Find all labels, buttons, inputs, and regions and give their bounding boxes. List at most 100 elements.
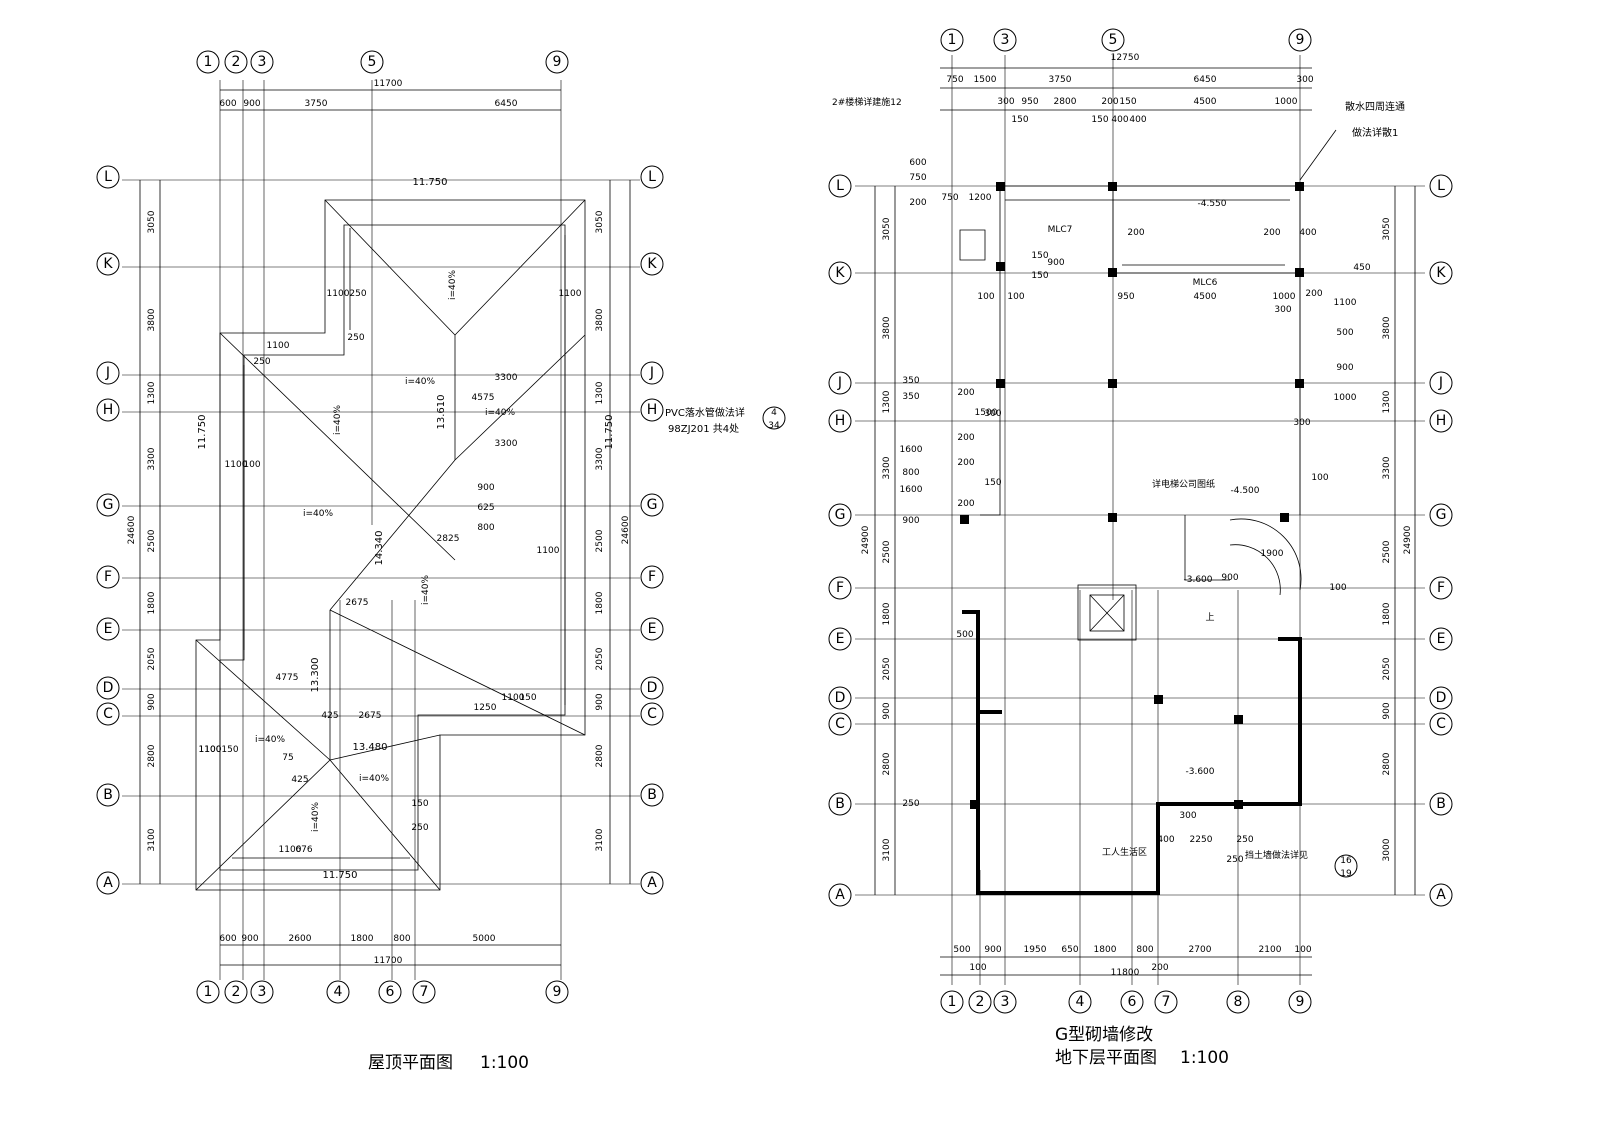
b-left-dim: 2050: [882, 657, 892, 680]
roof-inner-dim: 2675: [359, 711, 382, 721]
basement-inner-dim: 900: [902, 516, 919, 526]
slope-label: i=40%: [485, 408, 515, 418]
basement-inner-dim: 1100: [1334, 298, 1357, 308]
svg-text:2: 2: [232, 54, 241, 70]
b-top-dim: 1500: [974, 75, 997, 85]
basement-inner-dim: 300: [1179, 811, 1196, 821]
svg-text:F: F: [1437, 580, 1445, 596]
grid-bubble-right-B: B: [640, 783, 664, 807]
slope-label: i=40%: [311, 802, 321, 832]
b-bottom-dim: 2100: [1259, 945, 1282, 955]
retaining-wall-note: 挡土墙做法详见: [1245, 849, 1308, 861]
basement-dim-lines: [874, 67, 1416, 976]
pvc-ref: 98ZJ201 共4处: [668, 423, 739, 435]
left-dim: 3300: [147, 447, 157, 470]
roof-inner-dim: 1100: [267, 341, 290, 351]
b-grid-bubble-bottom-9: 9: [1288, 990, 1312, 1014]
grid-bubble-bottom-2: 2: [224, 980, 248, 1004]
b-grid-bubble-left-B: B: [828, 792, 852, 816]
top-dim: 3750: [305, 99, 328, 109]
bottom-dim: 5000: [473, 934, 496, 944]
b-grid-bubble-bottom-1: 1: [940, 990, 964, 1014]
roof-inner-dim: 1250: [474, 703, 497, 713]
roof-dim-lines: [139, 89, 631, 966]
svg-text:J: J: [837, 375, 842, 391]
retaining-callout-bottom: 19: [1340, 869, 1352, 879]
svg-text:H: H: [647, 402, 658, 418]
b-top-dim-3: 400: [1129, 115, 1146, 125]
b-top-dim-3: 150: [1011, 115, 1028, 125]
svg-text:J: J: [1438, 375, 1443, 391]
svg-text:A: A: [835, 887, 845, 903]
roof-inner-dim: 1100: [199, 745, 222, 755]
svg-text:F: F: [648, 569, 656, 585]
basement-inner-dim: 200: [1263, 228, 1280, 238]
roof-eave-inner: [219, 224, 566, 871]
basement-inner-dim: 200: [1127, 228, 1144, 238]
basement-title-line-1: G型砌墙修改: [1055, 1025, 1153, 1045]
b-bottom-dim: 2700: [1189, 945, 1212, 955]
elevator-note: 详电梯公司图纸: [1152, 478, 1215, 490]
b-bottom-dim-2: 200: [1151, 963, 1168, 973]
grid-bubble-right-H: H: [640, 398, 664, 422]
b-left-dim: 3300: [882, 456, 892, 479]
svg-text:L: L: [1437, 178, 1445, 194]
svg-text:G: G: [103, 497, 114, 513]
bottom-dim: 900: [241, 934, 258, 944]
basement-plan: [855, 55, 1425, 985]
grid-bubble-right-G: G: [640, 493, 664, 517]
roof-ridges: [195, 199, 586, 891]
top-dim: 900: [243, 99, 260, 109]
svg-text:K: K: [647, 256, 657, 272]
basement-inner-dim: 150: [1031, 271, 1048, 281]
svg-text:C: C: [835, 716, 845, 732]
roof-inner-dim: 250: [253, 357, 270, 367]
roof-inner-dim: 2825: [437, 534, 460, 544]
elevation-mark: 13.480: [353, 742, 388, 753]
b-grid-bubble-left-H: H: [828, 409, 852, 433]
grid-bubble-right-C: C: [640, 702, 664, 726]
svg-text:6: 6: [1128, 994, 1137, 1010]
roof-inner-dim: 425: [291, 775, 308, 785]
b-bottom-dim: 500: [953, 945, 970, 955]
svg-text:J: J: [105, 365, 110, 381]
grid-bubble-left-E: E: [96, 617, 120, 641]
grid-bubble-left-G: G: [96, 493, 120, 517]
slope-label: i=40%: [421, 575, 431, 605]
b-bottom-dim: 800: [1136, 945, 1153, 955]
roof-inner-dim: 4575: [472, 393, 495, 403]
grid-bubble-left-B: B: [96, 783, 120, 807]
right-dim: 3300: [595, 447, 605, 470]
basement-inner-dim: 500: [956, 630, 973, 640]
roof-inner-dim: 250: [411, 823, 428, 833]
grid-bubble-bottom-3: 3: [250, 980, 274, 1004]
roof-inner-dim: 3300: [495, 439, 518, 449]
basement-inner-dim: 500: [1336, 328, 1353, 338]
b-top-dim-2: 150: [1119, 97, 1136, 107]
door-mlc7: MLC7: [1048, 225, 1073, 235]
basement-inner-dim: 200: [957, 499, 974, 509]
grid-bubble-left-F: F: [96, 565, 120, 589]
basement-inner-dim: 4500: [1194, 292, 1217, 302]
basement-inner-dim: 1000: [1273, 292, 1296, 302]
grid-bubble-right-F: F: [640, 565, 664, 589]
basement-inner-dim: 250: [1226, 855, 1243, 865]
grid-bubble-left-A: A: [96, 871, 120, 895]
basement-inner-dim: 200: [909, 198, 926, 208]
bottom-total-dim: 11700: [374, 956, 403, 966]
grid-bubble-top-9: 9: [545, 50, 569, 74]
basement-scale: 1:100: [1180, 1048, 1229, 1068]
svg-text:7: 7: [420, 984, 429, 1000]
level-mark: -4.550: [1197, 199, 1226, 209]
grid-bubble-bottom-1: 1: [196, 980, 220, 1004]
basement-inner-dim: 400: [1157, 835, 1174, 845]
b-grid-bubble-bottom-4: 4: [1068, 990, 1092, 1014]
svg-text:4: 4: [1076, 994, 1085, 1010]
b-grid-bubble-left-G: G: [828, 503, 852, 527]
top-dim: 6450: [495, 99, 518, 109]
b-grid-bubble-left-A: A: [828, 883, 852, 907]
elevation-mark: 14.340: [374, 531, 385, 566]
b-bottom-dim-2: 100: [969, 963, 986, 973]
